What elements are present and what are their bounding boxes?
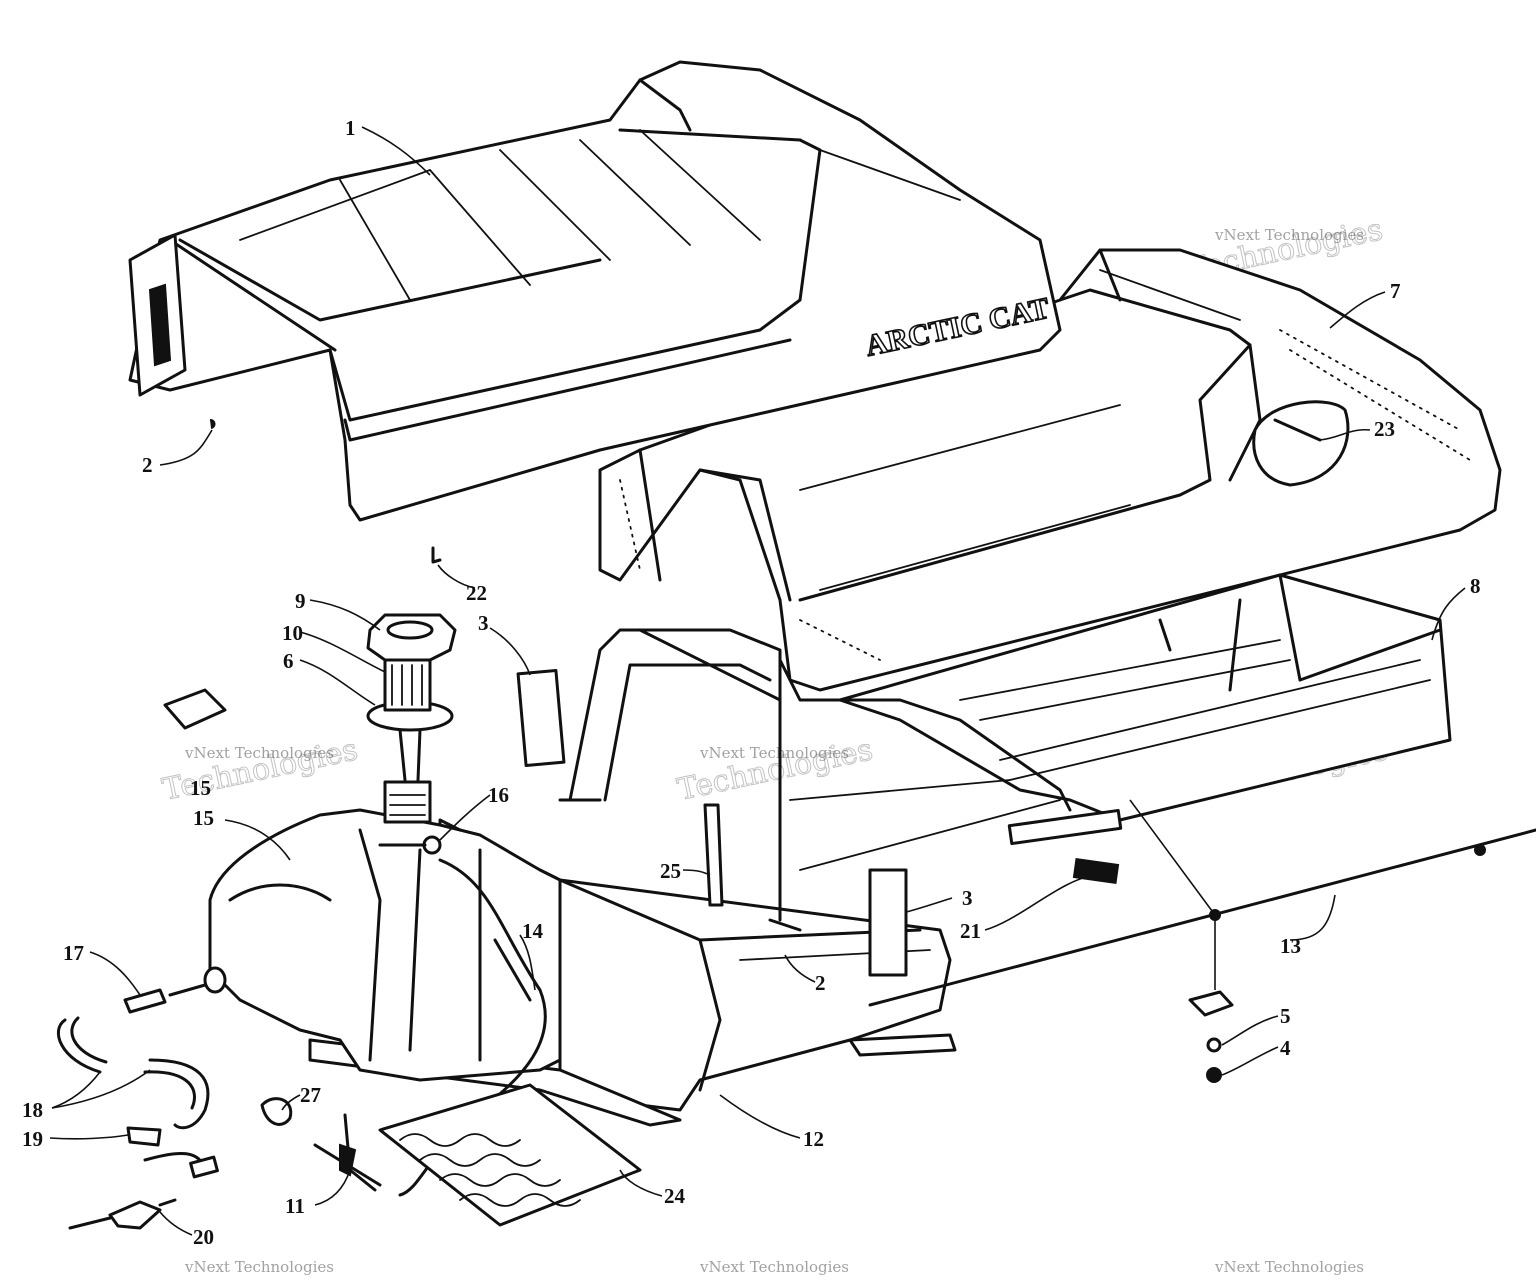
clip-part-22 bbox=[431, 546, 442, 564]
pad-part-3a bbox=[516, 669, 566, 767]
callout-2: 2 bbox=[815, 971, 826, 995]
callout-9: 9 bbox=[295, 589, 306, 613]
callout-15: 15 bbox=[190, 776, 211, 800]
watermark-text: vNext Technologies bbox=[1214, 226, 1364, 244]
bracket-part bbox=[1188, 990, 1234, 1017]
callout-21: 21 bbox=[960, 919, 981, 943]
callout-16: 16 bbox=[488, 783, 509, 807]
callout-22: 22 bbox=[466, 581, 487, 605]
decal-pad bbox=[163, 688, 227, 730]
pad-part-3b bbox=[868, 868, 908, 977]
pads-and-blocks bbox=[163, 669, 1120, 1227]
callout-14: 14 bbox=[522, 919, 544, 943]
callout-12: 12 bbox=[803, 1127, 824, 1151]
callout-25: 25 bbox=[660, 859, 681, 883]
watermark-text: vNext Technologies bbox=[699, 1258, 849, 1276]
clamp-part-27 bbox=[260, 1097, 293, 1126]
callout-4: 4 bbox=[1280, 1036, 1291, 1060]
rear-body-part-7 bbox=[598, 248, 1502, 692]
watermark-text: vNext Technologies bbox=[1214, 1258, 1364, 1276]
callout-23: 23 bbox=[1374, 417, 1395, 441]
callout-19: 19 bbox=[22, 1127, 43, 1151]
callout-1: 1 bbox=[345, 116, 356, 140]
callout-3: 3 bbox=[962, 886, 973, 910]
tunnel-part-8 bbox=[838, 573, 1452, 846]
callout-11: 11 bbox=[285, 1194, 305, 1218]
callout-5: 5 bbox=[1280, 1004, 1291, 1028]
nut-part-4 bbox=[1206, 1067, 1222, 1083]
fuel-tank-part-15 bbox=[203, 613, 724, 1197]
washer-part-5 bbox=[1206, 1037, 1222, 1053]
watermark-text: vNext Technologies bbox=[699, 744, 849, 762]
callout-15: 15 bbox=[193, 806, 214, 830]
callout-13: 13 bbox=[1280, 934, 1301, 958]
callout-3: 3 bbox=[478, 611, 489, 635]
leader-lines bbox=[49, 126, 1466, 1236]
watermark-text: vNext Technologies bbox=[184, 1258, 334, 1276]
filter-part-20 bbox=[108, 1200, 162, 1230]
callout-8: 8 bbox=[1470, 574, 1481, 598]
callout-10: 10 bbox=[282, 621, 303, 645]
callout-6: 6 bbox=[283, 649, 294, 673]
foam-pad-part-24 bbox=[378, 1083, 642, 1227]
seat-part-1: ARCTIC CAT bbox=[128, 60, 1062, 522]
callout-2: 2 bbox=[142, 453, 153, 477]
fitting-part-17 bbox=[123, 988, 167, 1014]
callout-20: 20 bbox=[193, 1225, 214, 1249]
callout-27: 27 bbox=[300, 1083, 321, 1107]
callout-7: 7 bbox=[1390, 279, 1401, 303]
callout-labels: 1 2 2 3 3 4 5 6 7 8 9 10 11 12 13 14 15 … bbox=[22, 116, 1481, 1249]
clip-part-2 bbox=[209, 419, 216, 429]
watermark-text: vNext Technologies bbox=[184, 744, 334, 762]
callout-17: 17 bbox=[63, 941, 84, 965]
callout-18: 18 bbox=[22, 1098, 43, 1122]
cable-and-hardware bbox=[209, 419, 1536, 1083]
callout-24: 24 bbox=[664, 1184, 686, 1208]
strap-part-25 bbox=[703, 803, 724, 907]
tee-part-19 bbox=[126, 1126, 162, 1147]
valve-part-11 bbox=[339, 1143, 357, 1177]
